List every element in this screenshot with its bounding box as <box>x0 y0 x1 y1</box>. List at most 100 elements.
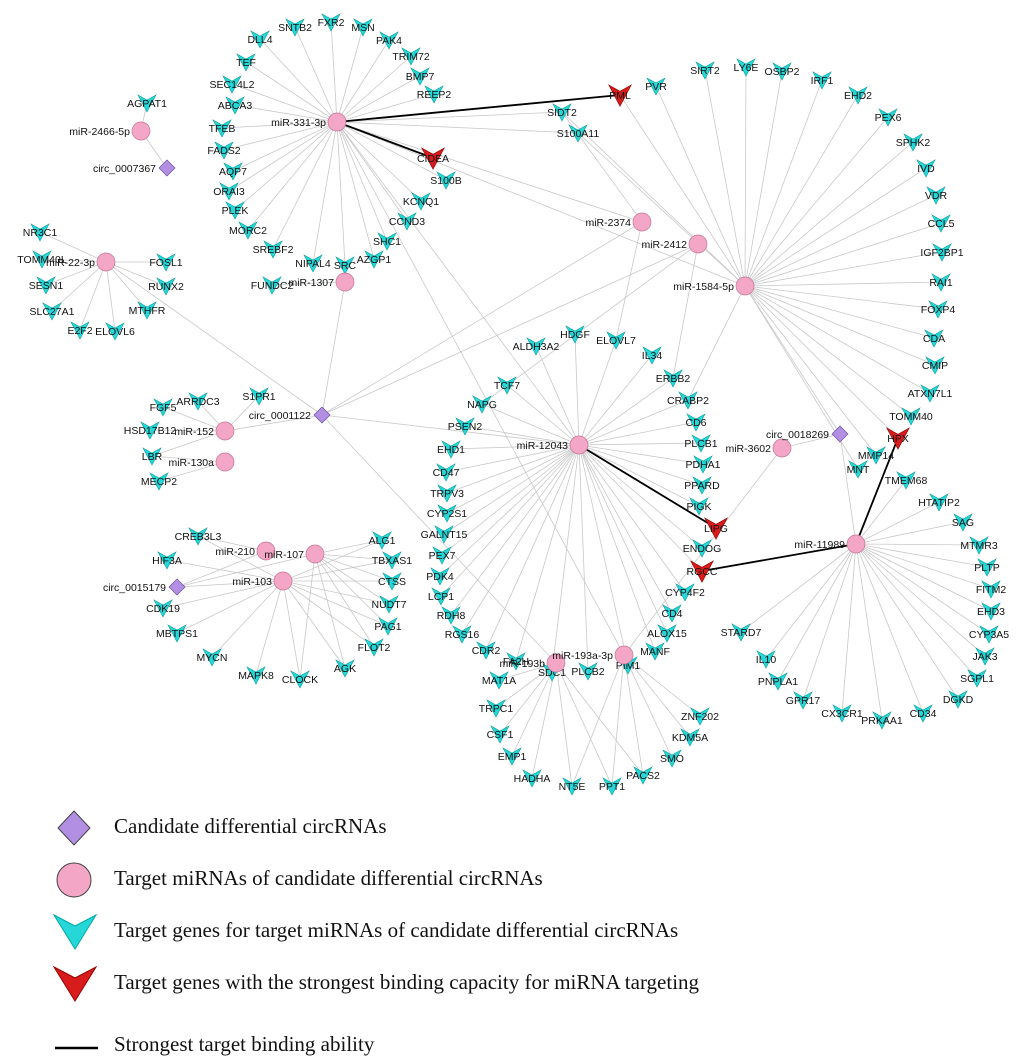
circle-icon <box>273 571 293 591</box>
arrowhead-icon <box>432 546 452 565</box>
gene-node: MTMR3 <box>960 536 998 555</box>
edge <box>294 26 338 123</box>
arrowhead-icon <box>680 728 700 747</box>
arrowhead-icon <box>848 86 868 105</box>
arrowhead-icon <box>526 337 546 356</box>
gene-label: MORC2 <box>229 225 267 237</box>
edge <box>336 121 447 181</box>
gene-node: STARD7 <box>721 623 761 642</box>
gene-label: MYCN <box>197 652 228 664</box>
edge <box>555 662 644 776</box>
gene-node: FUNDC2 <box>251 276 293 295</box>
gene-label: CCL5 <box>928 218 955 230</box>
gene-label: GALNT15 <box>421 529 468 541</box>
arrowhead-icon <box>646 77 666 96</box>
edge <box>336 93 435 123</box>
gene-label: HSD17B12 <box>124 425 177 437</box>
circrna-label: circ_0018269 <box>766 429 829 441</box>
gene-label: SREBF2 <box>253 244 294 256</box>
mirna-label: miR-2412 <box>641 239 687 251</box>
gene-node: CD6 <box>685 413 707 432</box>
edge <box>781 433 841 449</box>
arrowhead-icon <box>675 583 695 602</box>
mirna-label: miR-331-3p <box>271 117 326 129</box>
edge <box>443 444 580 535</box>
gene-node: LBR <box>142 447 163 466</box>
edge <box>450 444 580 450</box>
edge <box>744 285 877 456</box>
mirna-label: miR-12043 <box>517 440 569 452</box>
gene-node: PVR <box>645 77 667 96</box>
gene-node: PACS2 <box>626 766 660 785</box>
edge <box>623 654 644 776</box>
arrowhead-icon <box>157 551 177 570</box>
arrowhead-icon <box>430 567 450 586</box>
arrowhead-icon <box>916 159 936 178</box>
gene-label: OSBP2 <box>764 66 799 78</box>
edge <box>578 444 704 465</box>
strong-edge-layer <box>336 94 899 572</box>
gene-label: CYP3A5 <box>969 629 1009 641</box>
arrowhead-icon <box>756 650 776 669</box>
gene-label: HPX <box>887 433 909 445</box>
gene-label: CIDEA <box>417 153 449 165</box>
gene-label: S100B <box>430 175 462 187</box>
edge <box>158 461 226 482</box>
circle-icon <box>215 421 235 441</box>
arrowhead-icon <box>379 595 399 614</box>
arrowhead-icon <box>926 186 946 205</box>
gene-node: CLOCK <box>282 670 318 689</box>
arrowhead-icon <box>214 141 234 160</box>
arrowhead-icon <box>353 18 373 37</box>
edge <box>578 444 686 593</box>
arrowhead-icon <box>364 250 384 269</box>
gene-label: MBTPS1 <box>156 628 198 640</box>
arrowhead-icon <box>137 301 157 320</box>
gene-label: ORAI3 <box>213 186 245 198</box>
circle-icon <box>569 435 589 455</box>
edge <box>615 221 643 341</box>
circrna-label: circ_0001122 <box>249 410 311 422</box>
arrowhead-icon <box>686 413 706 432</box>
gene-label: SEC14L2 <box>210 79 255 91</box>
gene-node: CDA <box>923 329 945 348</box>
circle-icon <box>688 234 708 254</box>
gene-node: CYP2S1 <box>427 504 467 523</box>
gene-label: HTATIP2 <box>918 497 960 509</box>
gene-node: PNPLA1 <box>758 672 798 691</box>
arrowhead-icon <box>263 240 283 259</box>
edge <box>744 285 936 366</box>
gene-node: ALG1 <box>369 531 396 550</box>
gene-label: SRC <box>334 260 357 272</box>
edge <box>321 221 643 416</box>
edge <box>162 406 226 432</box>
gene-label: PDHA1 <box>685 459 720 471</box>
mirna-node: miR-331-3p <box>271 112 347 132</box>
gene-label: PAG1 <box>374 621 401 633</box>
gene-node: DLL4 <box>247 30 273 49</box>
edge <box>515 444 580 662</box>
edge <box>336 111 563 123</box>
arrowhead-icon <box>903 133 923 152</box>
arrowhead-icon <box>335 256 355 275</box>
edge <box>224 414 323 432</box>
edge <box>336 121 643 223</box>
arrowhead-icon <box>663 369 683 388</box>
edge <box>578 354 653 446</box>
edge <box>578 442 702 446</box>
edge <box>623 654 701 717</box>
gene-node: TRPV3 <box>430 484 464 503</box>
gene-node: EHD3 <box>977 602 1005 621</box>
mirna-label: miR-22-3p <box>46 257 95 269</box>
arrowhead-icon <box>437 504 457 523</box>
edge <box>855 543 978 679</box>
arrowhead-icon <box>219 182 239 201</box>
gene-label: CREB3L3 <box>175 531 222 543</box>
gene-label: FLOT2 <box>358 642 391 654</box>
edge <box>247 121 338 231</box>
gene-label: MSN <box>351 22 374 34</box>
arrowhead-icon <box>285 18 305 37</box>
edge <box>336 121 580 446</box>
gene-label: TFEB <box>209 123 236 135</box>
arrowhead-icon <box>606 331 626 350</box>
